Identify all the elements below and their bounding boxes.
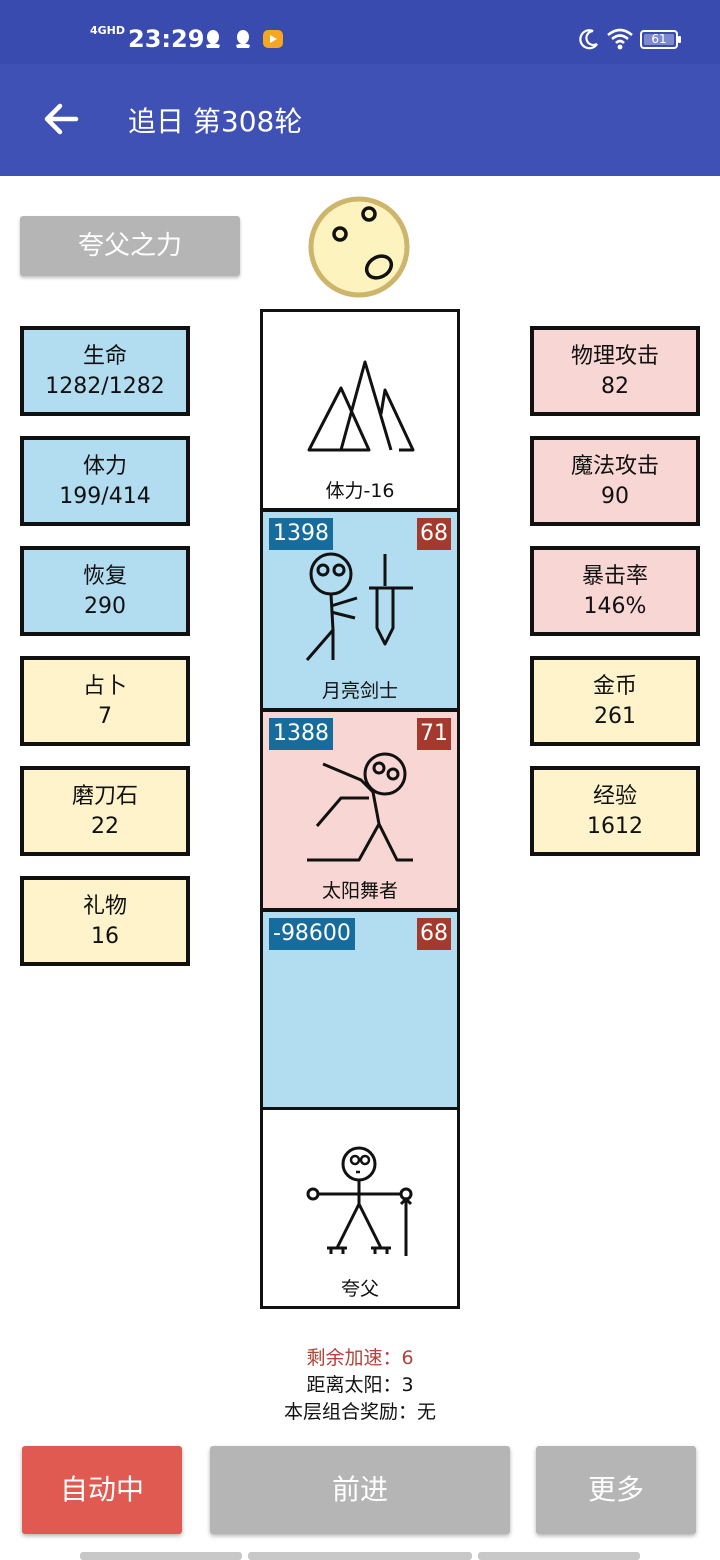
stat-stamina: 体力 199/414 [20,436,190,526]
sun-icon [308,196,410,298]
stat-label: 经验 [592,784,637,809]
clock: 23:29 [128,25,205,53]
stat-hp: 生命 1282/1282 [20,326,190,416]
moon-swordsman-icon [305,552,413,661]
floor-combo-reward-text: 本层组合奖励：无 [283,1401,436,1423]
enemy-attack-badge: 68 [417,518,451,550]
enemy-hp-badge: -98600 [269,918,355,950]
stat-value: 146% [583,594,647,619]
mountain-icon [307,360,415,452]
nav-bar-segment [80,1552,242,1560]
battery-icon [640,26,682,52]
tile-enemy-unknown[interactable]: -98600 68 [260,909,460,1111]
stat-value: 7 [98,704,112,729]
stat-value: 261 [594,704,636,729]
kuafu-power-button[interactable]: 夸父之力 [20,216,240,276]
stat-value: 82 [601,374,629,399]
stat-label: 占卜 [82,674,127,699]
qq-icon [202,28,224,50]
tile-caption: 月亮剑士 [321,680,398,702]
stat-recovery: 恢复 290 [20,546,190,636]
enemy-attack-badge: 68 [417,918,451,950]
tile-caption: 太阳舞者 [321,880,398,902]
nav-bar-segment [248,1552,472,1560]
stat-label: 礼物 [82,894,127,919]
more-button[interactable]: 更多 [536,1446,696,1534]
tile-terrain[interactable]: 体力-16 [260,309,460,511]
wifi-icon [606,26,634,52]
stat-label: 体力 [82,454,127,479]
tile-caption: 夸父 [340,1278,379,1300]
stat-label: 生命 [82,344,127,369]
status-bar: 4GHD 23:29 61 [0,0,720,64]
stat-label: 恢复 [82,564,127,589]
stat-label: 魔法攻击 [570,454,659,479]
stat-crit-rate: 暴击率 146% [530,546,700,636]
stat-gift[interactable]: 礼物 16 [20,876,190,966]
network-indicator: 4GHD [90,24,126,37]
sun-dancer-icon [307,752,413,862]
distance-to-sun-text: 距离太阳：3 [306,1374,414,1396]
page-title: 追日 第308轮 [128,105,303,138]
stat-label: 磨刀石 [71,784,138,809]
tile-caption: 体力-16 [325,480,395,502]
forward-button[interactable]: 前进 [210,1446,510,1534]
nav-bar-segment [478,1552,640,1560]
remaining-boost-text: 剩余加速：6 [306,1347,414,1369]
tile-player-kuafu[interactable]: 夸父 [260,1107,460,1309]
battery-level: 61 [651,32,667,46]
app-bar: 追日 第308轮 [0,64,720,176]
stat-gold: 金币 261 [530,656,700,746]
tile-enemy-sun-dancer[interactable]: 1388 71 太阳舞者 [260,709,460,911]
stat-magic-attack: 魔法攻击 90 [530,436,700,526]
back-button[interactable] [36,94,86,144]
stat-physical-attack: 物理攻击 82 [530,326,700,416]
enemy-hp-badge: 1398 [269,518,333,550]
stat-label: 物理攻击 [570,344,659,369]
stat-value: 22 [91,814,119,839]
stat-label: 暴击率 [581,564,648,589]
stat-value: 16 [91,924,119,949]
arrow-left-icon [44,103,79,135]
stat-value: 1612 [587,814,643,839]
enemy-hp-badge: 1388 [269,718,333,750]
stat-value: 199/414 [59,484,151,509]
enemy-attack-badge: 71 [417,718,451,750]
auto-button[interactable]: 自动中 [22,1446,182,1534]
stat-whetstone[interactable]: 磨刀石 22 [20,766,190,856]
video-app-icon [262,28,284,50]
stat-value: 90 [601,484,629,509]
kuafu-icon [306,1146,413,1256]
stat-divination[interactable]: 占卜 7 [20,656,190,746]
moon-icon [578,26,600,52]
qq-icon [232,28,254,50]
stat-label: 金币 [592,674,637,699]
tile-enemy-moon-swordsman[interactable]: 1398 68 月亮剑士 [260,509,460,711]
stat-value: 1282/1282 [45,374,165,399]
stat-value: 290 [84,594,126,619]
stat-experience: 经验 1612 [530,766,700,856]
